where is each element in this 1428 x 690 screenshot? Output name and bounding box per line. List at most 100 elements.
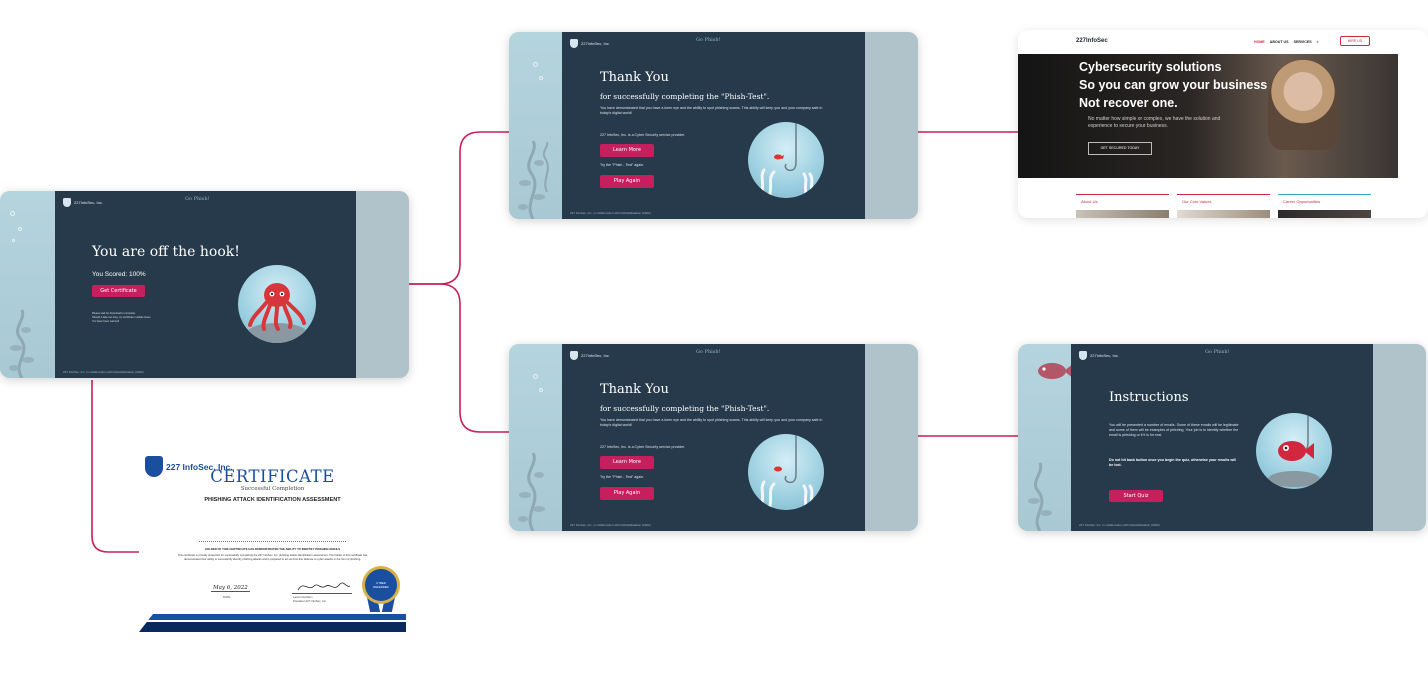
bubbles-icon bbox=[12, 239, 15, 242]
score-heading: You are off the hook! bbox=[92, 244, 240, 260]
cert-signer-line bbox=[292, 593, 352, 594]
card-about-us[interactable]: About Us bbox=[1076, 194, 1169, 218]
fishhook-icon bbox=[760, 434, 814, 508]
score-screen: 227InfoSec, Inc. Go Phish! You are off t… bbox=[0, 191, 409, 378]
shield-logo-icon bbox=[1079, 351, 1087, 360]
score-value: You Scored: 100% bbox=[92, 271, 146, 278]
thank-you-heading: Thank You bbox=[600, 70, 669, 85]
connector-score-to-certificate bbox=[91, 380, 139, 553]
left-ocean-panel bbox=[0, 191, 55, 378]
try-again-label: Try the "Phish - Test" again. bbox=[600, 163, 645, 167]
note-line: Please wait for download to complete. bbox=[92, 312, 136, 315]
game-title: Go Phish! bbox=[696, 349, 721, 355]
card-core-values[interactable]: Our Core Values bbox=[1177, 194, 1270, 218]
shield-logo-icon bbox=[63, 198, 71, 207]
thank-you-screen-top: 227InfoSec, Inc. Go Phish! Thank You for… bbox=[509, 32, 918, 219]
play-again-button[interactable]: Play Again bbox=[600, 487, 654, 500]
fish-illustration bbox=[1256, 413, 1332, 489]
try-again-label: Try the "Phish - Test" again. bbox=[600, 475, 645, 479]
thank-you-footer: 227 InfoSec, Inc. in collaboration with … bbox=[570, 211, 651, 215]
logo-text: 227InfoSec, Inc. bbox=[74, 200, 103, 205]
hero-line: So you can grow your business bbox=[1079, 78, 1268, 92]
site-header: 227InfoSec HOME ABOUT US SERVICES ⌕ HIRE… bbox=[1018, 30, 1428, 54]
cert-name-line bbox=[199, 541, 346, 542]
cert-date: May 6, 2022 bbox=[211, 585, 250, 592]
score-footer: 227 InfoSec, Inc. in collaboration with … bbox=[63, 370, 144, 374]
nav-home[interactable]: HOME bbox=[1254, 40, 1265, 44]
seaweed-icon bbox=[542, 142, 549, 192]
instructions-heading: Instructions bbox=[1109, 390, 1189, 405]
provider-text: 227 InfoSec, Inc. is a Cyber Security se… bbox=[600, 133, 686, 137]
bubbles-icon bbox=[18, 227, 22, 231]
cert-signer-title: President 227 InfoSec, Inc. bbox=[293, 599, 327, 603]
instructions-footer: 227 InfoSec, Inc. in collaboration with … bbox=[1079, 523, 1160, 527]
company-logo: 227InfoSec, Inc. bbox=[570, 39, 610, 48]
thank-you-heading: Thank You bbox=[600, 382, 669, 397]
instructions-paragraph-1: You will be presented a number of emails… bbox=[1109, 423, 1239, 437]
bubbles-icon bbox=[539, 388, 543, 392]
get-certificate-button[interactable]: Get Certificate bbox=[92, 285, 145, 297]
hero-line: Cybersecurity solutions bbox=[1079, 60, 1222, 74]
cert-bottom-band bbox=[139, 614, 406, 632]
nav-about-us[interactable]: ABOUT US bbox=[1269, 40, 1289, 44]
seaweed-icon bbox=[518, 452, 545, 531]
certificate: 227 InfoSec, Inc. CERTIFICATE Successful… bbox=[139, 438, 406, 632]
card-image bbox=[1278, 210, 1371, 218]
shield-logo-icon bbox=[570, 39, 578, 48]
bubbles-icon bbox=[10, 211, 15, 216]
search-icon[interactable]: ⌕ bbox=[1316, 40, 1319, 44]
card-title: Our Core Values bbox=[1182, 199, 1212, 204]
hook-illustration bbox=[748, 434, 824, 510]
card-careers[interactable]: Career Opportunities bbox=[1278, 194, 1371, 218]
red-fish-icon bbox=[1038, 363, 1074, 379]
hook-illustration bbox=[748, 122, 824, 198]
left-ocean-panel bbox=[509, 32, 562, 219]
octopus-icon bbox=[247, 283, 307, 343]
right-side-panel bbox=[356, 191, 409, 378]
site-nav: HOME ABOUT US SERVICES ⌕ bbox=[1254, 40, 1319, 44]
seaweed-icon bbox=[1028, 462, 1052, 531]
cert-title: CERTIFICATE bbox=[210, 467, 335, 486]
logo-text: 227InfoSec, Inc. bbox=[581, 353, 610, 358]
company-logo: 227InfoSec, Inc. bbox=[1079, 351, 1119, 360]
get-secured-button[interactable]: GET SECURED TODAY bbox=[1088, 142, 1152, 155]
card-image bbox=[1076, 210, 1169, 218]
company-logo: 227InfoSec, Inc. bbox=[570, 351, 610, 360]
cert-holder-line: HOLDER OF THIS CERTIFICATE HAS DEMONSTRA… bbox=[204, 547, 341, 551]
note-line: You have been warned! bbox=[92, 320, 120, 323]
cert-signer-name: Lance Clusham bbox=[293, 595, 313, 599]
site-brand[interactable]: 227InfoSec bbox=[1076, 38, 1108, 44]
thank-you-subheading: for successfully completing the "Phish-T… bbox=[600, 92, 770, 101]
provider-text: 227 InfoSec, Inc. is a Cyber Security se… bbox=[600, 445, 686, 449]
learn-more-button[interactable]: Learn More bbox=[600, 456, 654, 469]
start-quiz-button[interactable]: Start Quiz bbox=[1109, 490, 1163, 502]
bubbles-icon bbox=[539, 76, 543, 80]
cert-company: 227 InfoSec, Inc. bbox=[145, 456, 233, 477]
thank-you-main-panel: 227InfoSec, Inc. Go Phish! Thank You for… bbox=[562, 32, 865, 219]
company-website: 227InfoSec HOME ABOUT US SERVICES ⌕ HIRE… bbox=[1018, 30, 1428, 218]
play-again-button[interactable]: Play Again bbox=[600, 175, 654, 188]
connector-score-to-thankyou-bottom bbox=[409, 283, 509, 433]
thank-you-body: You have demonstrated that you have a ke… bbox=[600, 418, 823, 427]
note-line: Should it take too long, try certificate… bbox=[92, 316, 152, 319]
card-title: About Us bbox=[1081, 199, 1098, 204]
fishhook-icon bbox=[760, 122, 814, 196]
instructions-screen: 227InfoSec, Inc. Go Phish! Instructions … bbox=[1018, 344, 1426, 531]
cert-description: This certificate is proudly presented fo… bbox=[177, 554, 368, 561]
hero-banner: Cybersecurity solutions So you can grow … bbox=[1018, 54, 1398, 178]
left-ocean-panel bbox=[1018, 344, 1074, 531]
bubbles-icon bbox=[533, 374, 538, 379]
hero-headline: Cybersecurity solutions So you can grow … bbox=[1079, 58, 1267, 112]
hire-us-button[interactable]: HIRE US bbox=[1340, 36, 1370, 46]
red-fish-icon bbox=[1268, 413, 1320, 487]
game-title: Go Phish! bbox=[185, 196, 210, 202]
left-ocean-panel bbox=[509, 344, 562, 531]
bubbles-icon bbox=[533, 62, 538, 67]
learn-more-button[interactable]: Learn More bbox=[600, 144, 654, 157]
thank-you-subheading: for successfully completing the "Phish-T… bbox=[600, 404, 770, 413]
nav-services[interactable]: SERVICES bbox=[1293, 40, 1312, 44]
cert-company-name: 227 InfoSec, Inc. bbox=[166, 461, 233, 472]
cert-assessment: PHISHING ATTACK IDENTIFICATION ASSESSMEN… bbox=[204, 497, 341, 503]
hero-line: Not recover one. bbox=[1079, 96, 1178, 110]
signature bbox=[297, 582, 351, 591]
